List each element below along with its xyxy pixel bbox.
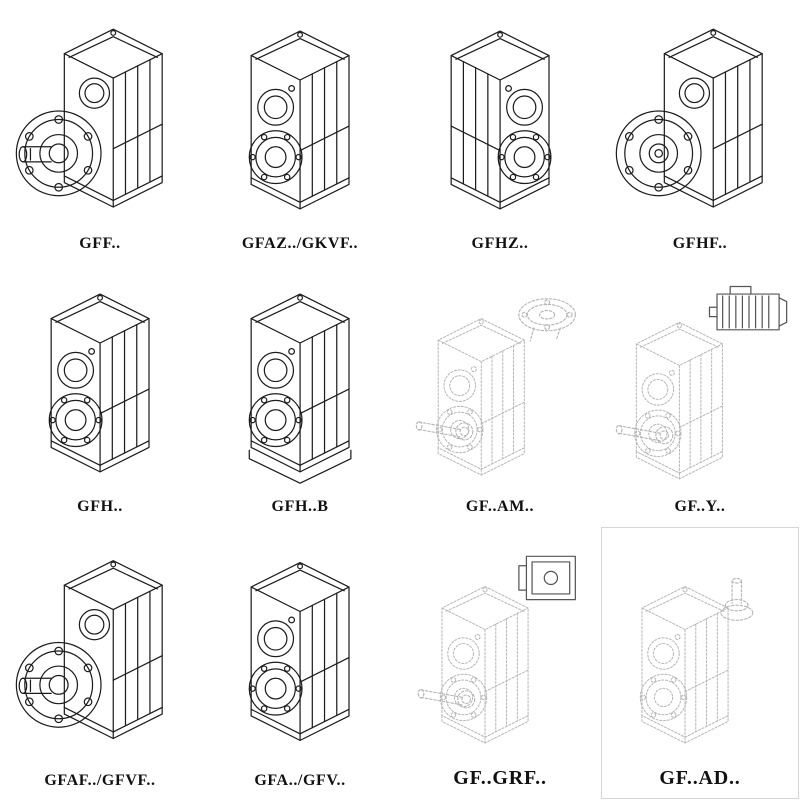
gearbox-flange-illustration xyxy=(602,4,798,235)
gearbox-hollow-bore-illustration xyxy=(202,4,398,235)
model-label-gfy: GF..Y.. xyxy=(674,498,726,515)
catalog-cell-gfaz-gkvf: GFAZ../GKVF.. xyxy=(200,0,400,263)
model-label-gfhf: GFHF.. xyxy=(672,235,728,252)
gearbox-hollow-bore-illustration xyxy=(2,267,198,498)
model-label-gff: GFF.. xyxy=(79,235,121,252)
gearbox-mirrored-bore-illustration xyxy=(402,4,598,235)
model-label-gfhb: GFH..B xyxy=(271,498,329,515)
model-label-gfad: GF..AD.. xyxy=(659,767,741,789)
model-label-gfam: GF..AM.. xyxy=(465,498,535,515)
catalog-cell-gfhb: GFH..B xyxy=(200,263,400,526)
catalog-cell-gfam: GF..AM.. xyxy=(400,263,600,526)
catalog-cell-gfhz: GFHZ.. xyxy=(400,0,600,263)
gearbox-flange-shaft-illustration xyxy=(2,530,198,772)
model-label-gfa-gfv: GFA../GFV.. xyxy=(254,772,346,789)
model-label-gfhz: GFHZ.. xyxy=(471,235,529,252)
model-label-gfaf-gfvf: GFAF../GFVF.. xyxy=(44,772,156,789)
catalog-cell-gfh: GFH.. xyxy=(0,263,200,526)
gearbox-with-adapter-illustration xyxy=(402,530,598,767)
model-label-gfh: GFH.. xyxy=(77,498,123,515)
catalog-cell-gfhf: GFHF.. xyxy=(600,0,800,263)
catalog-cell-gfaf-gfvf: GFAF../GFVF.. xyxy=(0,526,200,800)
model-label-gfgrf: GF..GRF.. xyxy=(453,767,547,789)
catalog-cell-gfa-gfv: GFA../GFV.. xyxy=(200,526,400,800)
gearbox-top-shaft-illustration xyxy=(602,530,798,767)
catalog-cell-gfy: GF..Y.. xyxy=(600,263,800,526)
gearbox-foot-mounted-illustration xyxy=(202,267,398,498)
catalog-cell-gfad: GF..AD.. xyxy=(600,526,800,800)
model-label-gfaz-gkvf: GFAZ../GKVF.. xyxy=(241,235,359,252)
catalog-cell-gff: GFF.. xyxy=(0,0,200,263)
catalog-cell-gfgrf: GF..GRF.. xyxy=(400,526,600,800)
gearbox-top-flange-illustration xyxy=(402,267,598,498)
gearbox-with-motor-illustration xyxy=(602,267,798,498)
gearbox-hollow-bore-illustration xyxy=(202,530,398,772)
gearbox-flange-shaft-illustration xyxy=(2,4,198,235)
